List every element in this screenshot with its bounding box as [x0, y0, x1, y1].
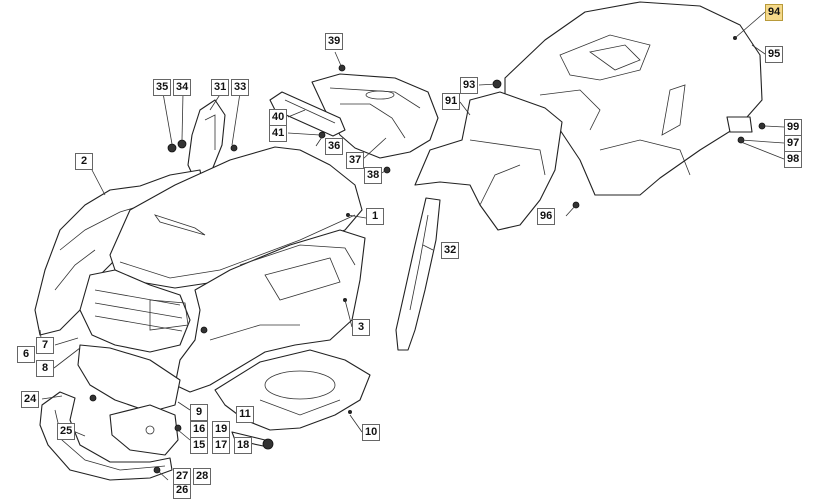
callout-39[interactable]: 39 — [325, 33, 344, 50]
callout-31[interactable]: 31 — [211, 79, 230, 96]
callout-26[interactable]: 26 — [173, 482, 192, 499]
callout-99[interactable]: 99 — [784, 119, 803, 136]
dash-panel — [311, 73, 439, 159]
callout-24[interactable]: 24 — [21, 391, 40, 408]
callout-95[interactable]: 95 — [765, 46, 784, 63]
callout-91[interactable]: 91 — [442, 93, 461, 110]
callout-94[interactable]: 94 — [765, 4, 784, 21]
callout-97[interactable]: 97 — [784, 135, 803, 152]
lower-bracket — [109, 404, 179, 456]
callout-3[interactable]: 3 — [352, 319, 370, 336]
callout-37[interactable]: 37 — [346, 152, 365, 169]
callout-28[interactable]: 28 — [193, 468, 212, 485]
callout-11[interactable]: 11 — [236, 406, 254, 423]
steering-cover — [187, 99, 226, 181]
callout-25[interactable]: 25 — [57, 423, 76, 440]
callout-9[interactable]: 9 — [190, 404, 208, 421]
callout-15[interactable]: 15 — [190, 437, 209, 454]
callout-38[interactable]: 38 — [364, 167, 383, 184]
callout-96[interactable]: 96 — [537, 208, 556, 225]
callout-17[interactable]: 17 — [212, 437, 231, 454]
callout-93[interactable]: 93 — [460, 77, 479, 94]
side-rail — [395, 197, 441, 351]
hood — [109, 146, 363, 289]
callout-16[interactable]: 16 — [190, 421, 209, 438]
callout-34[interactable]: 34 — [173, 79, 192, 96]
callout-32[interactable]: 32 — [441, 242, 460, 259]
side-panel — [174, 229, 366, 393]
callout-6[interactable]: 6 — [17, 346, 35, 363]
callout-1[interactable]: 1 — [366, 208, 384, 225]
callout-2[interactable]: 2 — [75, 153, 93, 170]
front-lower — [77, 344, 181, 413]
callout-18[interactable]: 18 — [234, 437, 253, 454]
callout-40[interactable]: 40 — [269, 109, 288, 126]
leader-lines — [39, 11, 785, 481]
callout-7[interactable]: 7 — [36, 337, 54, 354]
callout-41[interactable]: 41 — [269, 125, 288, 142]
grille — [79, 269, 191, 353]
callout-27[interactable]: 27 — [173, 468, 192, 485]
callout-35[interactable]: 35 — [153, 79, 172, 96]
callout-98[interactable]: 98 — [784, 151, 803, 168]
callout-36[interactable]: 36 — [325, 138, 344, 155]
callout-10[interactable]: 10 — [362, 424, 381, 441]
callout-33[interactable]: 33 — [231, 79, 250, 96]
callout-19[interactable]: 19 — [212, 421, 231, 438]
callout-8[interactable]: 8 — [36, 360, 54, 377]
fender-insert — [414, 91, 563, 231]
